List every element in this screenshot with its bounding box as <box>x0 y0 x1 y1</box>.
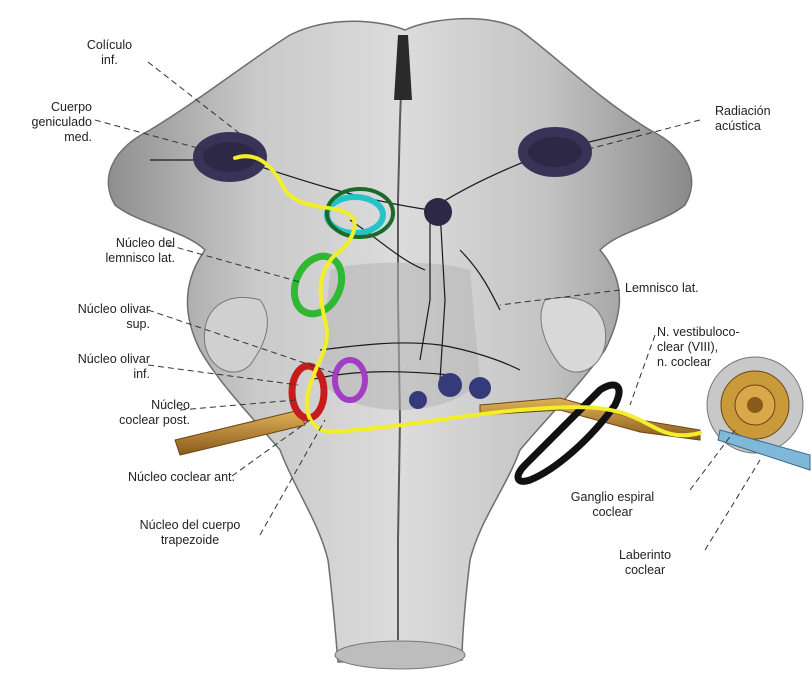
label-olivar-inf: Núcleo olivar inf. <box>30 352 150 382</box>
label-radiacion-acustica: Radiación acústica <box>715 104 812 134</box>
blue-nucleus-1 <box>438 373 462 397</box>
label-cuerpo-geniculado: Cuerpo geniculado med. <box>0 100 92 145</box>
blue-nucleus-3 <box>409 391 427 409</box>
dark-nucleus <box>424 198 452 226</box>
label-nucleo-lemnisco: Núcleo del lemnisco lat. <box>60 236 175 266</box>
cochlea <box>707 357 810 470</box>
label-coliculo-inf: Colículo inf. <box>62 38 157 68</box>
geniculate-ring-right <box>523 132 587 172</box>
label-coclear-ant: Núcleo coclear ant. <box>40 470 235 485</box>
label-cuerpo-trapezoide: Núcleo del cuerpo trapezoide <box>95 518 285 548</box>
label-ganglio-espiral: Ganglio espiral coclear <box>540 490 685 520</box>
label-olivar-sup: Núcleo olivar sup. <box>30 302 150 332</box>
blue-nucleus-2 <box>469 377 491 399</box>
label-laberinto-coclear: Laberinto coclear <box>590 548 700 578</box>
label-coclear-post: Núcleo coclear post. <box>70 398 190 428</box>
label-lemnisco-lat: Lemnisco lat. <box>625 281 755 296</box>
label-n-vestibulococlear: N. vestibuloco- clear (VIII), n. coclear <box>657 325 787 370</box>
